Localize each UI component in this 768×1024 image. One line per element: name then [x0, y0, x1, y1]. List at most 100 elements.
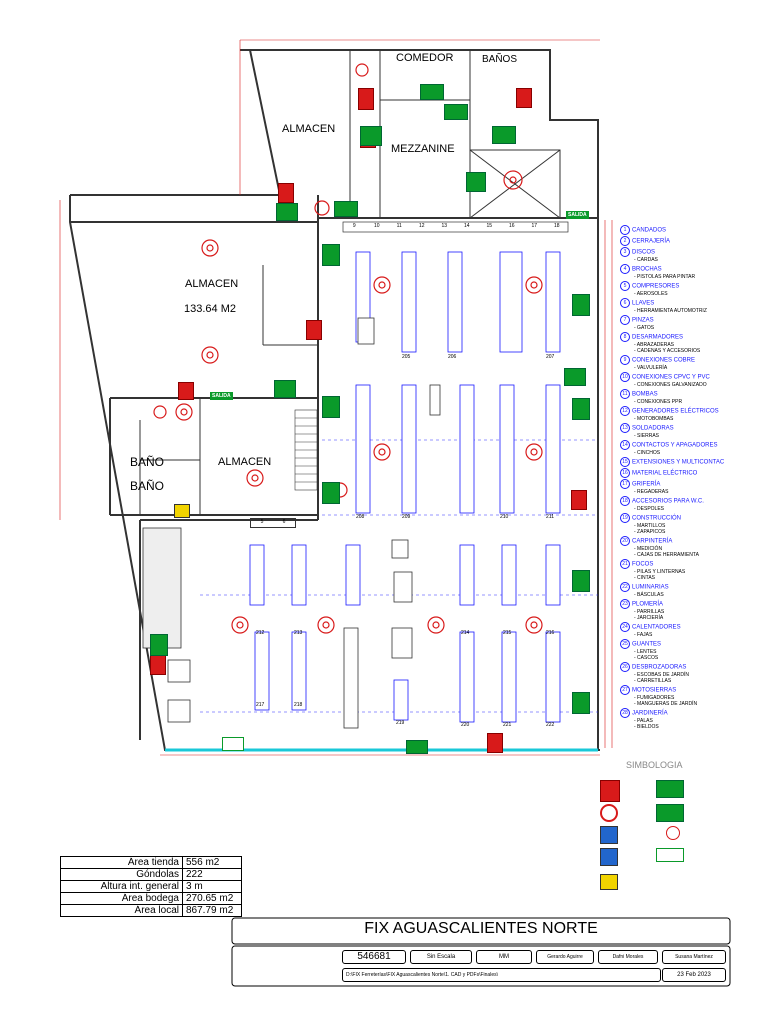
room-almacen-top: ALMACEN	[282, 123, 336, 135]
cliente-field: 546681	[342, 950, 406, 964]
stat-value: 867.79 m2	[182, 904, 242, 917]
extinguisher-icon	[178, 382, 194, 400]
restroom-icon	[600, 826, 618, 844]
legend-subitem: - VALVULERÍA	[634, 365, 668, 371]
stat-label: Área local	[60, 904, 183, 917]
title-frame	[231, 917, 731, 945]
exit-arrow-icon	[656, 780, 684, 798]
legend-title: CERRAJERÍA	[632, 238, 671, 245]
exit-arrow-icon	[360, 126, 382, 146]
room-banos-top: BAÑOS	[482, 54, 518, 65]
legend-title: LUMINARIAS	[632, 584, 669, 591]
extinguisher-icon	[487, 733, 503, 753]
legend-number: 17	[620, 479, 630, 489]
exit-arrow-icon	[564, 368, 586, 386]
salida-sign: SALIDA	[566, 211, 589, 219]
legend-title: CANDADOS	[632, 227, 667, 234]
legend-subitem: - JARCIERÍA	[634, 615, 664, 621]
bay-number: 10	[373, 223, 380, 229]
legend-subitem: - LENTES	[634, 649, 657, 655]
legend-title: PINZAS	[632, 317, 654, 324]
legend-subitem: - MANGUERAS DE JARDÍN	[634, 701, 698, 707]
room-bano-1: BAÑO	[130, 455, 165, 469]
extinguisher-icon	[278, 183, 294, 203]
gondola-label: 221	[503, 722, 512, 728]
legend-subitem: - REGADERAS	[634, 489, 669, 495]
legend-subitem: - CARDAS	[634, 257, 658, 263]
legend-subitem: - SIERRAS	[634, 433, 660, 439]
bay-number: 14	[463, 223, 470, 229]
legend-number: 2	[620, 236, 630, 246]
legend-number: 24	[620, 622, 630, 632]
stat-label: Área tienda	[60, 856, 183, 869]
legend-number: 16	[620, 468, 630, 478]
legend-number: 7	[620, 315, 630, 325]
legend-title: DESARMADORES	[632, 334, 684, 341]
stat-value: 3 m	[182, 880, 242, 893]
gondola-label: 217	[256, 702, 265, 708]
gondola-label: 220	[461, 722, 470, 728]
exit-door-icon	[656, 848, 684, 862]
legend-number: 22	[620, 582, 630, 592]
dibujo-field: Gerardo Aguirre	[536, 950, 594, 964]
legend-title: JARDINERÍA	[632, 710, 668, 717]
room-bano-2: BAÑO	[130, 479, 165, 493]
legend-title: CONEXIONES CPVC Y PVC	[632, 374, 710, 381]
gondola-label: 205	[402, 354, 411, 360]
gondola-label: 219	[396, 720, 405, 726]
legend-number: 11	[620, 389, 630, 399]
exit-arrow-icon	[420, 84, 444, 100]
stat-value: 222	[182, 868, 242, 881]
legend-title: DISCOS	[632, 249, 656, 256]
legend-title: MATERIAL ELÉCTRICO	[632, 470, 698, 477]
legend-title: MOTOSIERRAS	[632, 687, 677, 694]
gondola-label: 212	[256, 630, 265, 636]
exit-arrow-icon	[322, 244, 340, 266]
legend-title: BROCHAS	[632, 266, 662, 273]
legend-number: 6	[620, 298, 630, 308]
title-frame-info	[231, 945, 731, 987]
gondola-label: 210	[500, 514, 509, 520]
legend-number: 15	[620, 457, 630, 467]
gondola-label: 218	[294, 702, 303, 708]
exit-arrow-icon	[572, 294, 590, 316]
acotacion-field: MM	[476, 950, 532, 964]
small-bay-row: 5 6	[250, 518, 296, 528]
stat-value: 270.65 m2	[182, 892, 242, 905]
legend-number: 19	[620, 513, 630, 523]
legend-subitem: - CARRETILLAS	[634, 678, 672, 684]
legend-title: ACCESORIOS PARA W.C.	[632, 498, 704, 505]
legend-title: GUANTES	[632, 641, 662, 648]
legend-number: 1	[620, 225, 630, 235]
legend-title: CARPINTERÍA	[632, 538, 673, 545]
bay-number: 6	[282, 519, 286, 525]
legend-number: 3	[620, 247, 630, 257]
exit-arrow-icon	[572, 570, 590, 592]
legend-number: 23	[620, 599, 630, 609]
legend-subitem: - ABRAZADERAS	[634, 342, 675, 348]
legend-number: 5	[620, 281, 630, 291]
voltage-warning-icon	[600, 874, 618, 890]
extinguisher-icon	[600, 780, 620, 802]
stat-value: 556 m2	[182, 856, 242, 869]
exit-arrow-icon	[274, 380, 296, 398]
room-almacen-lower: ALMACEN	[218, 456, 272, 468]
legend-subitem: - FAJAS	[634, 632, 653, 638]
stat-label: Área bodega	[60, 892, 183, 905]
extinguisher-icon	[516, 88, 532, 108]
legend-number: 25	[620, 639, 630, 649]
